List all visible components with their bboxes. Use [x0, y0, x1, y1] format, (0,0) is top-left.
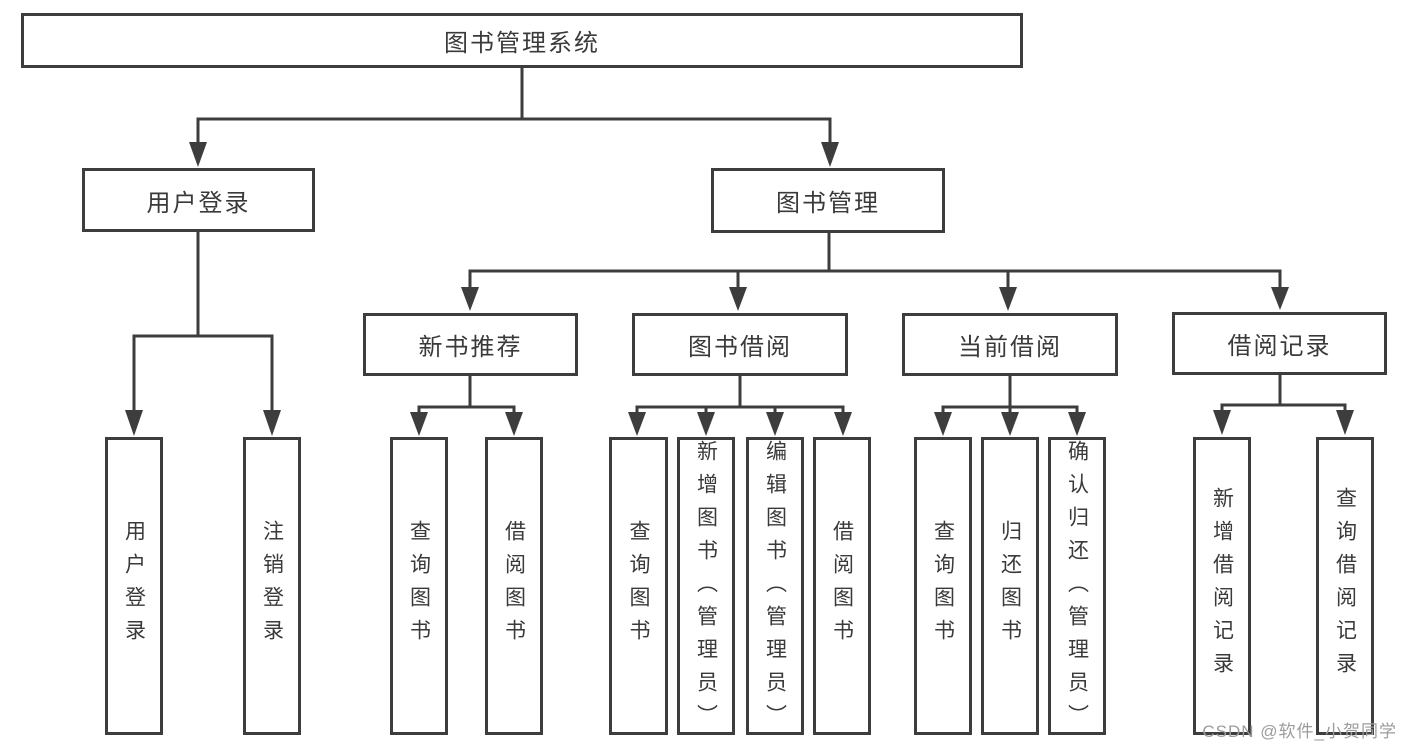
leaf-confirm-return-admin: 确认归还（管理员） [1048, 437, 1106, 735]
leaf-logout: 注销登录 [243, 437, 301, 735]
node-user-login: 用户登录 [82, 168, 315, 232]
node-current-borrowing: 当前借阅 [902, 313, 1118, 376]
watermark-text: CSDN @软件_小贺同学 [1202, 722, 1397, 741]
leaf-query-borrow-record: 查询借阅记录 [1316, 437, 1374, 735]
node-borrowing-records: 借阅记录 [1172, 312, 1387, 375]
leaf-query-books-borrowing: 查询图书 [609, 437, 668, 735]
leaf-return-books: 归还图书 [981, 437, 1039, 735]
leaf-query-books-recommend: 查询图书 [390, 437, 448, 735]
leaf-query-books-current: 查询图书 [914, 437, 972, 735]
node-book-management: 图书管理 [711, 168, 945, 233]
leaf-borrow-books-recommend: 借阅图书 [485, 437, 543, 735]
leaf-borrow-books: 借阅图书 [813, 437, 871, 735]
node-new-book-recommendation: 新书推荐 [363, 313, 578, 376]
node-book-borrowing: 图书借阅 [632, 313, 848, 376]
leaf-add-books-admin: 新增图书（管理员） [677, 437, 735, 735]
leaf-add-borrow-record: 新增借阅记录 [1193, 437, 1251, 735]
leaf-user-login: 用户登录 [105, 437, 163, 735]
node-library-management-system: 图书管理系统 [21, 13, 1023, 68]
leaf-edit-books-admin: 编辑图书（管理员） [746, 437, 804, 735]
